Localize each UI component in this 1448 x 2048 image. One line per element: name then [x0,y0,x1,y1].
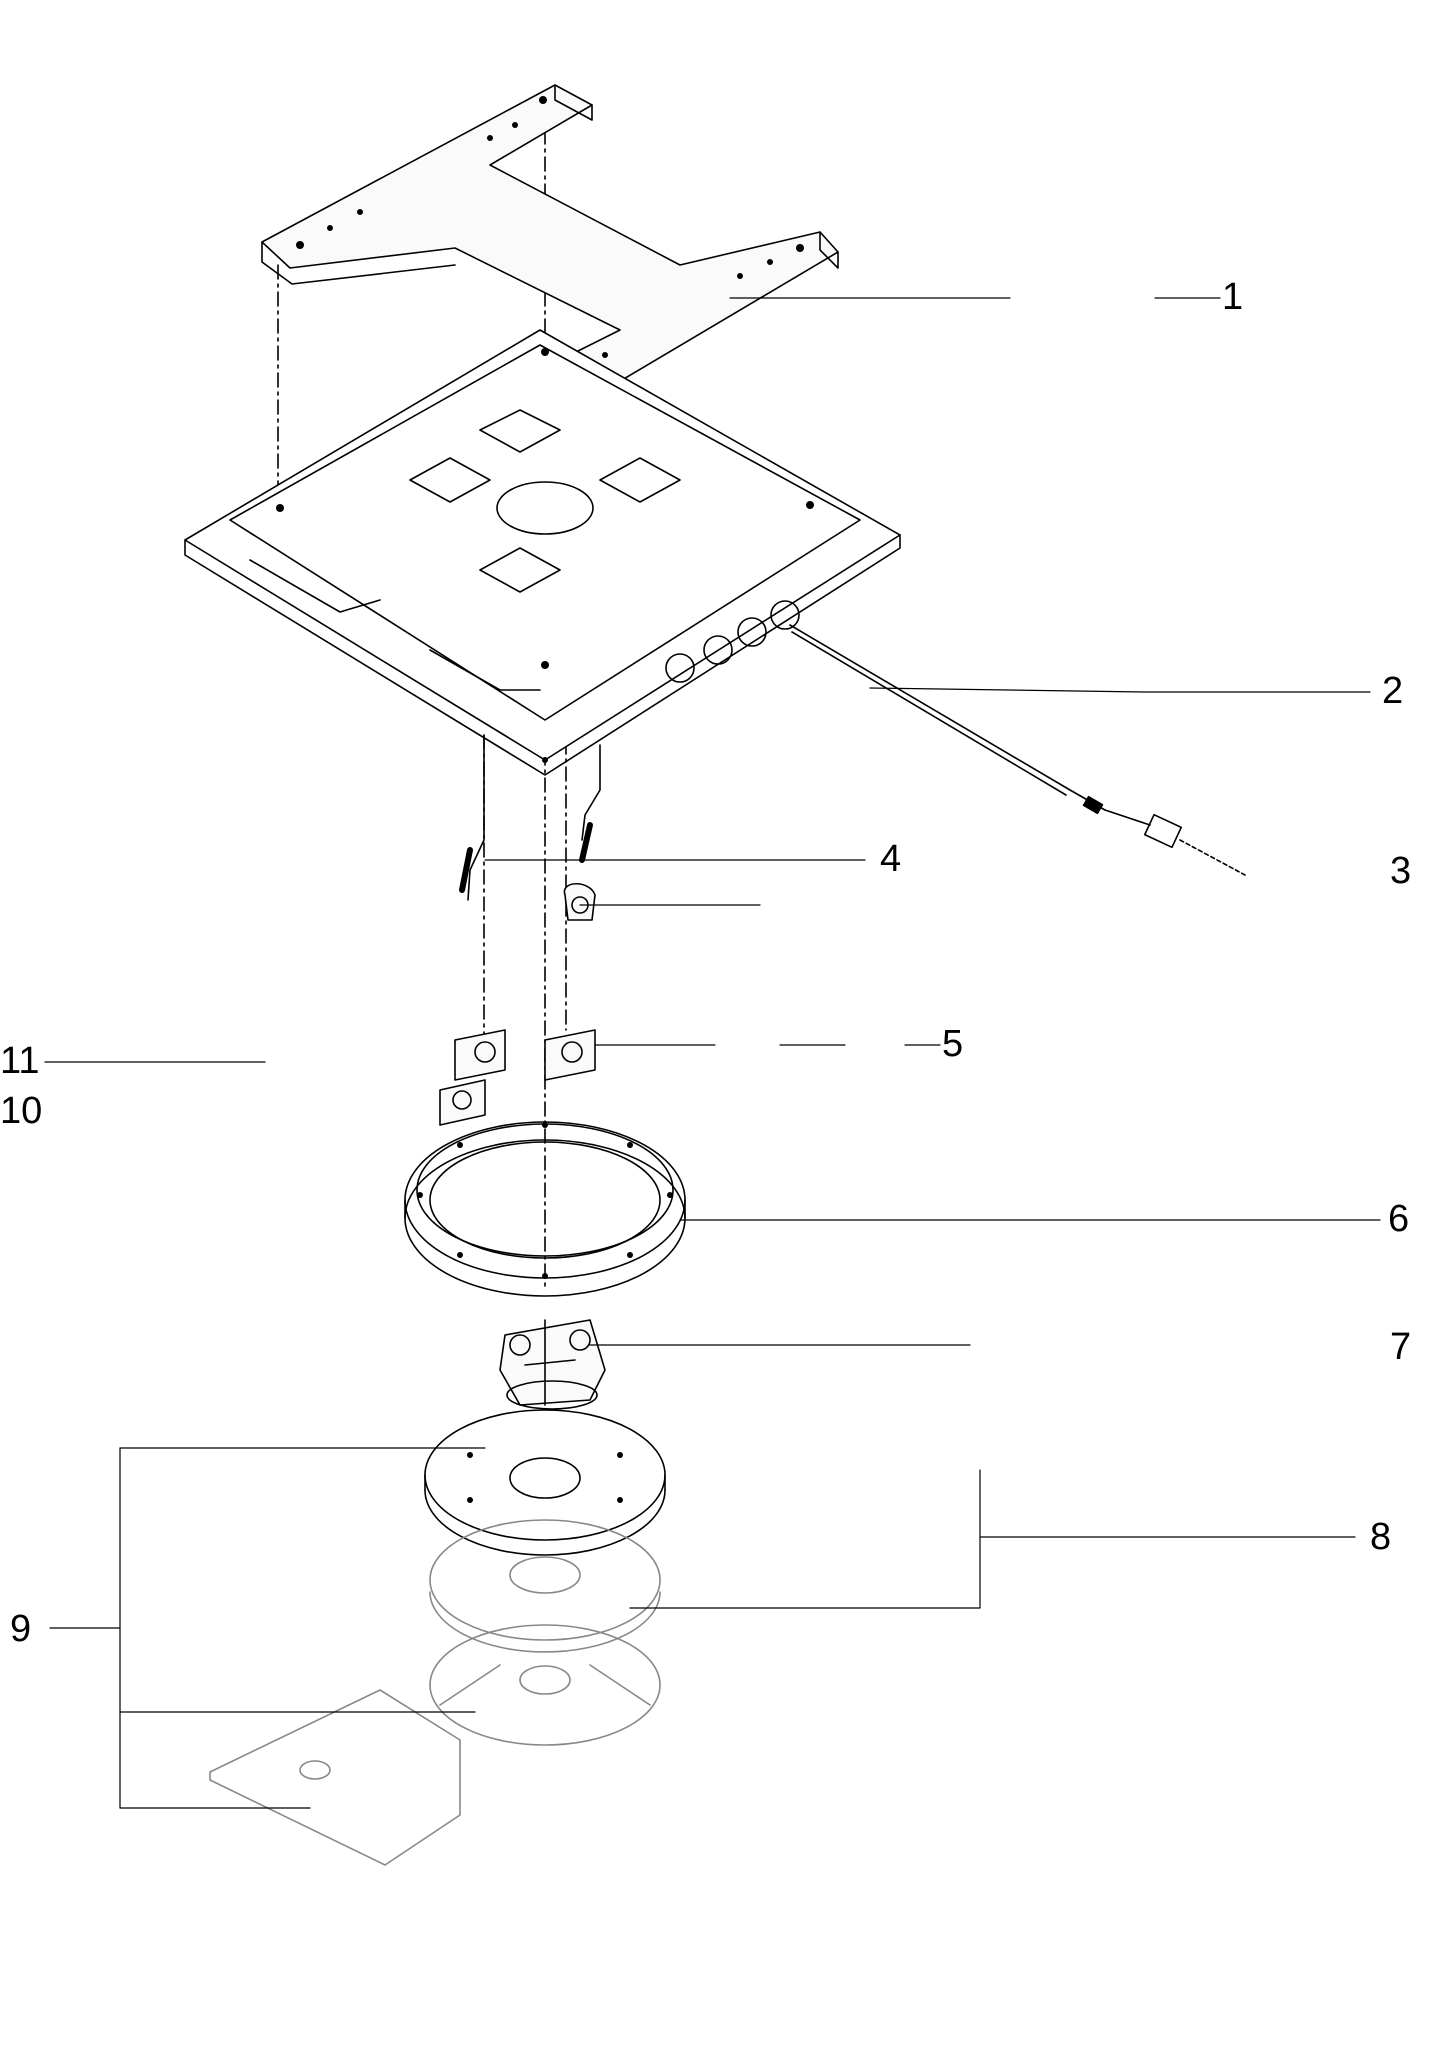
mounting-bracket [262,85,838,425]
hose-parts [462,735,600,920]
callout-3: 3 [1390,850,1412,892]
callout-6: 6 [1388,1198,1410,1240]
plate-center-hole [497,482,593,534]
callout-8: 8 [1370,1516,1392,1558]
pad-part [430,1625,660,1745]
callout-2: 2 [1382,670,1404,712]
cable-assembly [790,625,1245,875]
plate-disc-lower [430,1520,660,1652]
callout-7: 7 [1390,1326,1412,1368]
main-plate [185,330,900,775]
callout-1: 1 [1222,276,1244,318]
plate-disc-upper [425,1410,665,1555]
drive-unit [500,1320,605,1409]
callout-5: 5 [942,1023,964,1065]
sheet-part [210,1690,460,1865]
leader-lines [45,298,1380,1808]
callout-11: 11 [0,1040,40,1082]
callout-4: 4 [880,838,902,880]
callout-10: 10 [0,1090,43,1132]
callout-9: 9 [10,1608,32,1650]
cable-glands [666,601,799,682]
valve-blocks [440,1030,595,1125]
ring-part [405,1122,685,1296]
